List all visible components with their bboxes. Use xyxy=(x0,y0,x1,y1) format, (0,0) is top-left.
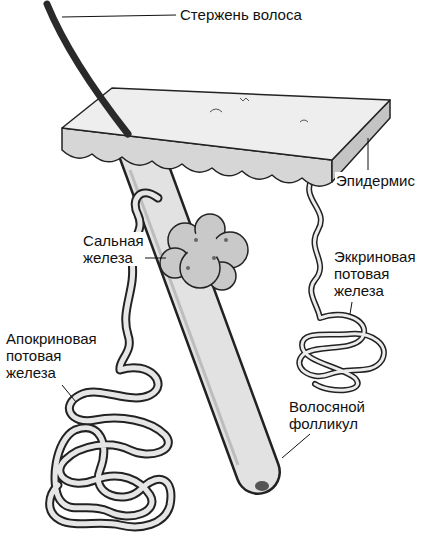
sebaceous-gland xyxy=(160,214,248,290)
leader-lines xyxy=(62,15,368,458)
part-label: Эккриновая потовая железа xyxy=(333,248,417,299)
part-label: Стержень волоса xyxy=(179,6,303,23)
hair-shaft xyxy=(47,4,128,134)
hair-follicle xyxy=(130,150,269,491)
part-label: Волосяной фолликул xyxy=(288,398,366,432)
part-label: Сальная железа xyxy=(82,232,145,266)
part-label: Апокриновая потовая железа xyxy=(5,330,98,381)
part-label: Эпидермис xyxy=(335,172,416,189)
